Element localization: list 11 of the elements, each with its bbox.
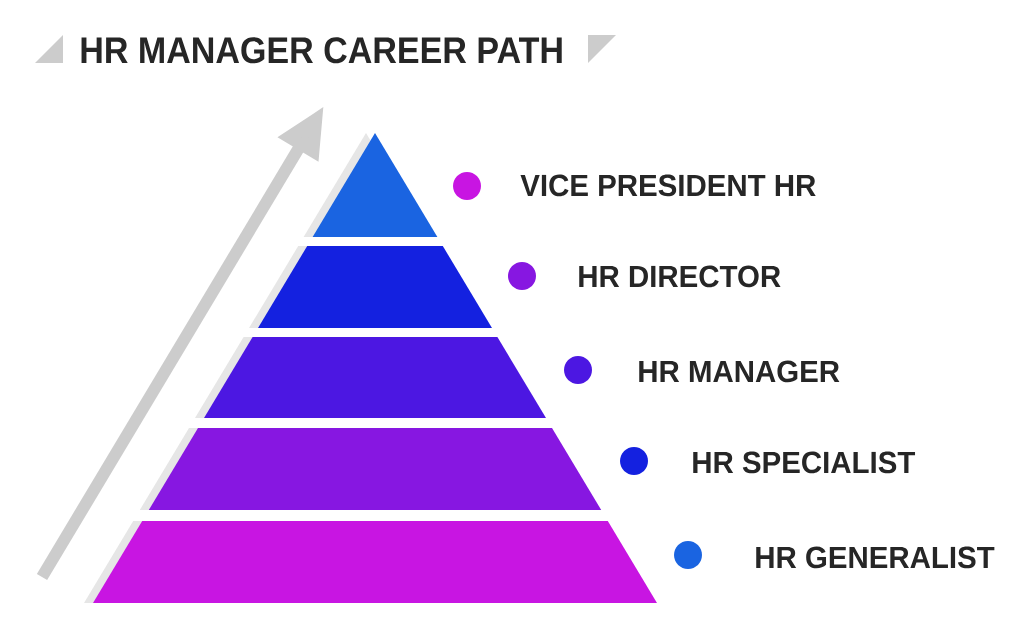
pyramid-tier (84, 521, 657, 603)
tier-label: HR MANAGER (639, 360, 840, 383)
pyramid-tier (195, 337, 546, 418)
pyramid-tier (249, 246, 492, 328)
tier-label: HR SPECIALIST (693, 451, 916, 474)
pyramid-top (303, 133, 438, 237)
tier-label: HR GENERALIST (756, 546, 995, 569)
title: HR MANAGER CAREER PATH (81, 37, 562, 64)
tier-label: VICE PRESIDENT HR (520, 174, 816, 197)
tier-label: HR DIRECTOR (579, 265, 781, 288)
pyramid-tier (139, 428, 602, 510)
